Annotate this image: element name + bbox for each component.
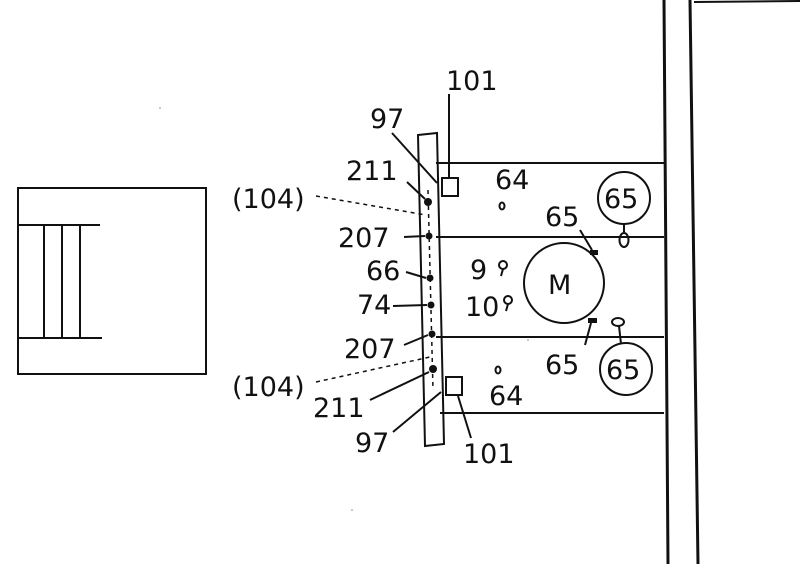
label-101-top: 101 xyxy=(446,66,498,97)
motor-circle xyxy=(523,242,605,324)
label-66: 66 xyxy=(366,256,400,287)
part-10-head xyxy=(503,295,513,305)
leader-104-top xyxy=(315,195,427,216)
label-65-circled-bottom: 65 xyxy=(606,355,640,386)
component-101-top xyxy=(441,177,459,197)
leader-65-upper xyxy=(579,229,593,251)
label-64-top: 64 xyxy=(495,165,529,196)
label-207-bottom: 207 xyxy=(344,334,396,365)
scan-speck xyxy=(351,509,353,511)
label-64-bottom: 64 xyxy=(489,381,523,412)
terminal-211-bottom xyxy=(429,365,437,373)
wall-line-1 xyxy=(662,0,670,564)
leader-211-top xyxy=(406,181,426,200)
left-box-outline xyxy=(17,187,207,375)
scan-speck xyxy=(527,339,529,341)
fastener-65-lower-stem xyxy=(618,325,622,345)
leader-104-bottom xyxy=(315,356,431,383)
tab-65-upper xyxy=(590,250,598,255)
label-104-top: (104) xyxy=(232,184,305,215)
housing xyxy=(436,162,664,414)
fastener-65-lower xyxy=(611,317,625,327)
label-65-lower: 65 xyxy=(545,350,579,381)
label-207-top: 207 xyxy=(338,223,390,254)
vertical-board xyxy=(416,131,446,448)
wall-top-edge xyxy=(693,0,800,3)
label-9: 9 xyxy=(470,255,487,286)
circled-65-bottom-ring xyxy=(599,342,653,396)
leader-97-top xyxy=(391,132,438,184)
leader-66 xyxy=(405,271,427,279)
leader-97-bottom xyxy=(392,391,442,433)
right-wall xyxy=(662,0,800,564)
component-101-bottom xyxy=(445,376,463,396)
leader-74 xyxy=(392,304,428,307)
leader-207-top xyxy=(403,235,426,238)
label-74: 74 xyxy=(357,290,391,321)
motor-label: M xyxy=(548,270,571,301)
label-10: 10 xyxy=(465,292,499,323)
label-97-top: 97 xyxy=(370,104,404,135)
hole-64-bottom xyxy=(494,365,502,375)
tab-65-lower xyxy=(588,318,597,323)
hole-64-top xyxy=(498,201,506,211)
wall-line-2 xyxy=(688,0,700,564)
terminal-74 xyxy=(427,301,435,309)
terminal-207-top xyxy=(425,232,433,240)
label-65-upper: 65 xyxy=(545,202,579,233)
part-10-stem xyxy=(505,303,509,312)
part-9-stem xyxy=(500,268,504,277)
terminal-66 xyxy=(426,274,434,282)
label-211-bottom: 211 xyxy=(313,393,365,424)
label-211-top: 211 xyxy=(346,156,398,187)
part-9-head xyxy=(498,260,508,270)
label-101-bottom: 101 xyxy=(463,439,515,470)
board-outline xyxy=(416,131,446,448)
leader-211-bottom xyxy=(369,371,430,401)
fastener-65-upper xyxy=(618,232,630,248)
leader-101-bottom xyxy=(457,395,472,439)
leader-207-bottom xyxy=(403,334,429,346)
terminal-207-bottom xyxy=(428,330,436,338)
left-component xyxy=(17,187,207,375)
board-center-dotted-line xyxy=(427,189,434,391)
label-65-circled-top: 65 xyxy=(604,184,638,215)
terminal-211-top xyxy=(424,198,432,206)
leader-lines xyxy=(315,94,593,439)
label-104-bottom: (104) xyxy=(232,372,305,403)
scan-speck xyxy=(159,107,161,109)
leader-65-lower xyxy=(584,322,592,346)
label-97-bottom: 97 xyxy=(355,428,389,459)
